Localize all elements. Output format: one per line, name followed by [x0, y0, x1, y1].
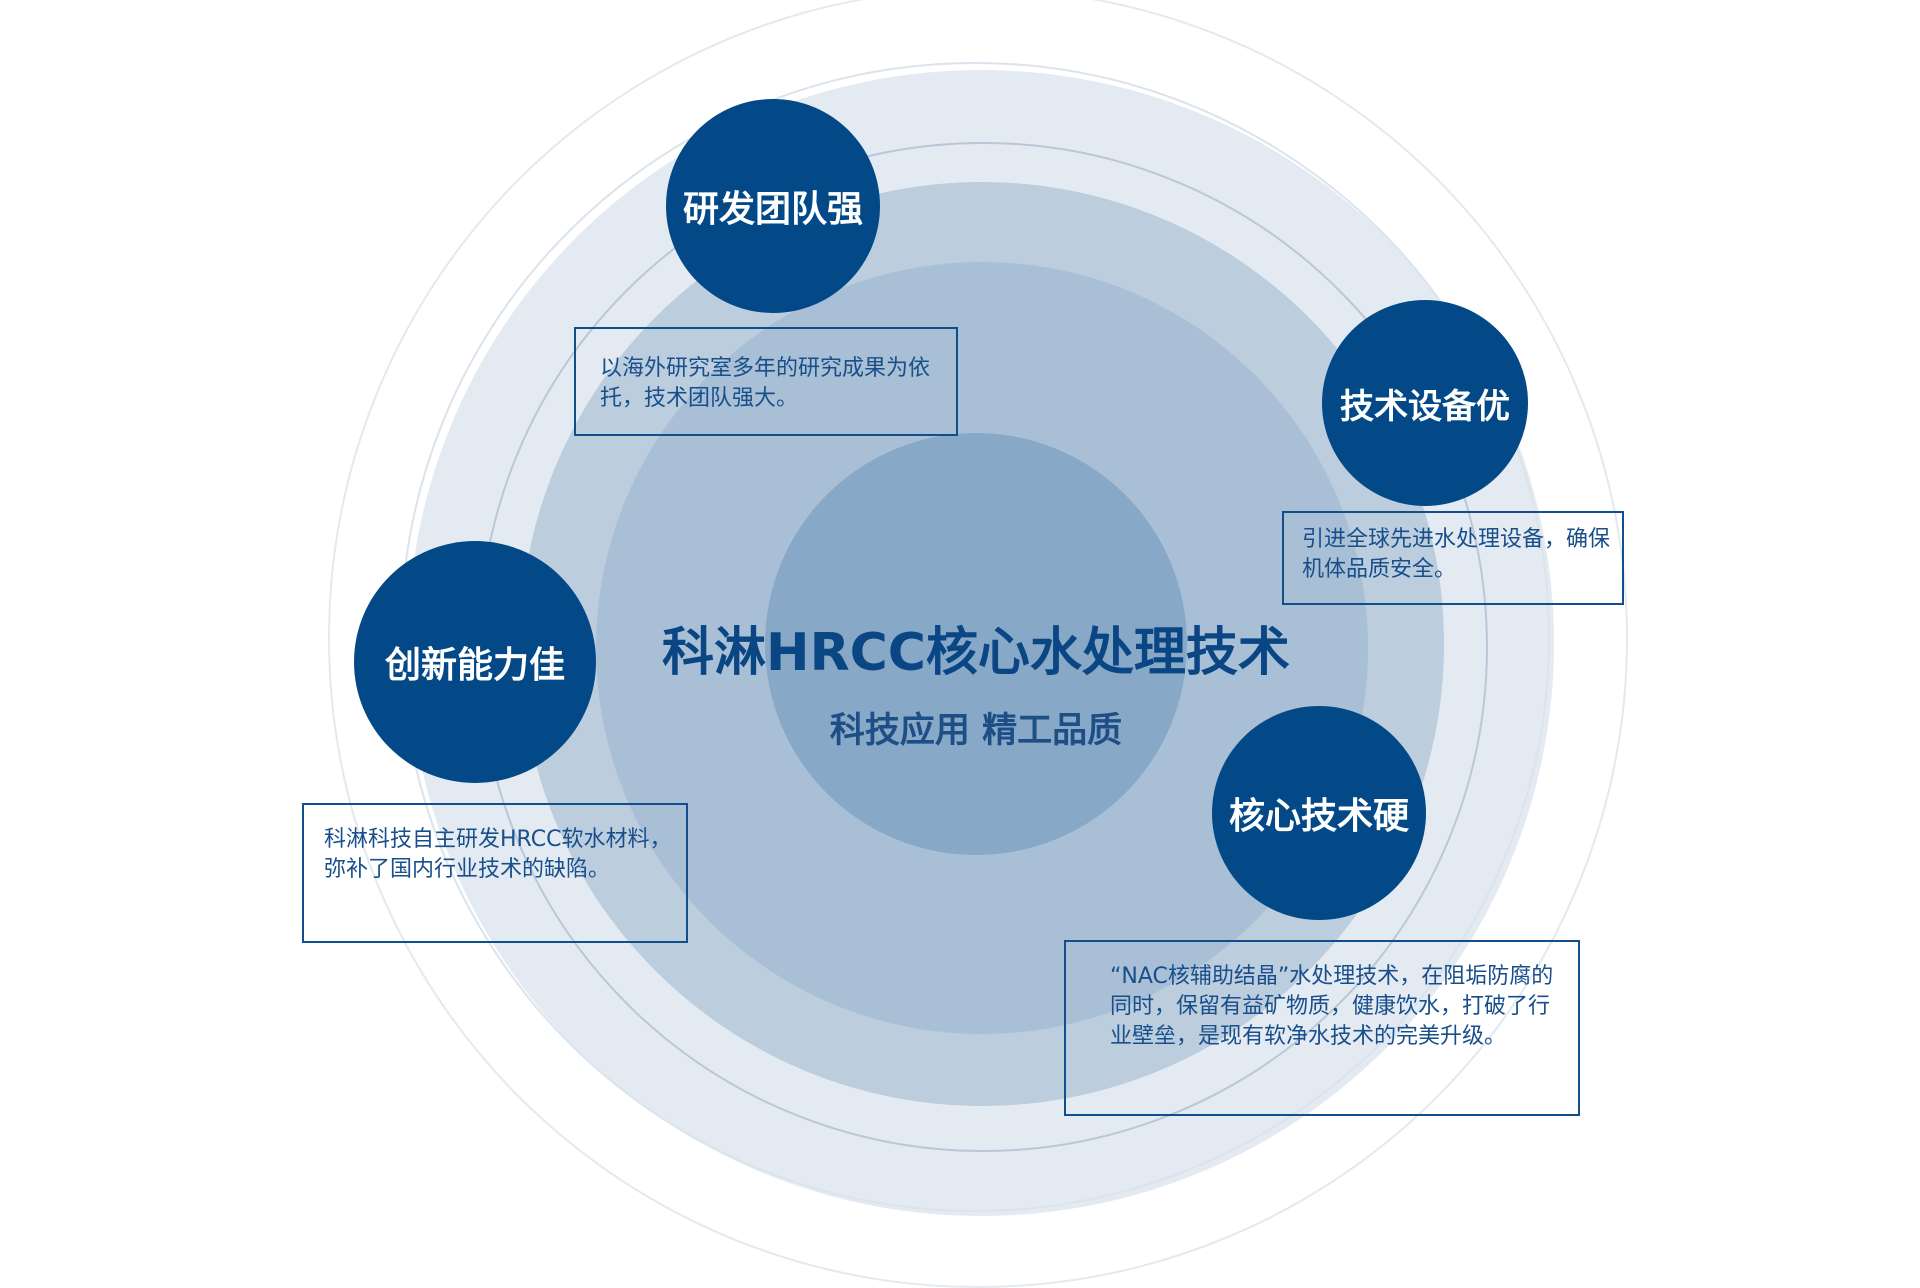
feature-badge-rd-team: 研发团队强	[666, 99, 880, 313]
feature-desc-equipment: 引进全球先进水处理设备，确保机体品质安全。	[1282, 511, 1624, 605]
feature-desc-rd-team: 以海外研究室多年的研究成果为依托，技术团队强大。	[574, 327, 958, 436]
feature-desc-innovation: 科淋科技自主研发HRCC软水材料，弥补了国内行业技术的缺陷。	[302, 803, 688, 943]
feature-desc-core-tech: “NAC核辅助结晶”水处理技术，在阻垢防腐的同时，保留有益矿物质，健康饮水，打破…	[1064, 940, 1580, 1116]
feature-badge-innovation: 创新能力佳	[354, 541, 596, 783]
feature-badge-core-tech: 核心技术硬	[1212, 706, 1426, 920]
center-title: 科淋HRCC核心水处理技术	[662, 623, 1290, 683]
center-subtitle: 科技应用 精工品质	[829, 711, 1123, 751]
feature-badge-equipment: 技术设备优	[1322, 300, 1528, 506]
ring-fill-core	[765, 433, 1187, 855]
